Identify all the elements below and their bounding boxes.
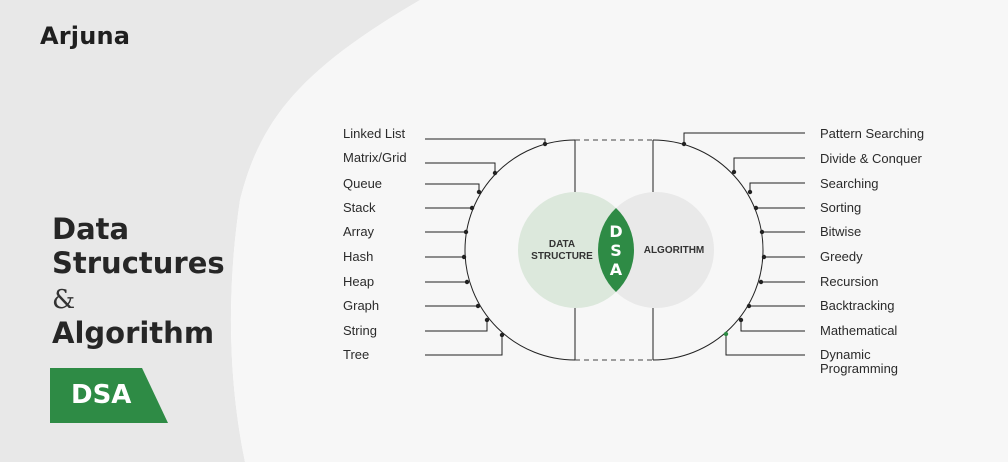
algo-label-programming: Programming [820, 361, 898, 376]
algo-item: Searching [747, 176, 879, 195]
algo-item: Pattern Searching [681, 126, 924, 147]
algo-item: Mathematical [738, 317, 897, 338]
algo-label-bitwise: Bitwise [820, 224, 861, 239]
ds-label-graph: Graph [343, 298, 379, 313]
ds-dot [469, 205, 475, 211]
algo-label-divide-conquer: Divide & Conquer [820, 151, 923, 166]
dsa-letter-s: S [610, 241, 622, 260]
ds-label-heap: Heap [343, 274, 374, 289]
algorithm-list: Pattern Searching Divide & Conquer Searc… [681, 126, 924, 376]
ds-leader-line [425, 320, 488, 332]
title-ampersand: & [52, 285, 76, 315]
ds-item: Tree [343, 332, 505, 362]
venn-label-data: DATA [549, 239, 575, 250]
dsa-badge-label: DSA [71, 380, 132, 410]
algo-leader-line [683, 132, 805, 144]
dsa-letter-d: D [609, 222, 622, 241]
algo-label-pattern-searching: Pattern Searching [820, 126, 924, 141]
data-structure-list: Linked List Matrix/Grid Queue Stack Arra [343, 126, 548, 362]
venn-label-algorithm: ALGORITHM [644, 245, 705, 256]
algo-label-dynamic: Dynamic [820, 347, 871, 362]
ds-item: Stack [343, 200, 475, 215]
ds-label-queue: Queue [343, 176, 382, 191]
algo-label-searching: Searching [820, 176, 879, 191]
dsa-letter-a: A [610, 260, 623, 279]
algo-item: Divide & Conquer [731, 151, 923, 175]
right-arc [652, 139, 764, 361]
algo-label-backtracking: Backtracking [820, 298, 894, 313]
algo-item: Backtracking [746, 298, 894, 313]
algo-leader-line [733, 157, 805, 172]
left-panel [0, 0, 420, 462]
ds-dot [492, 170, 498, 176]
ds-dot [461, 254, 467, 260]
ds-label-linked-list: Linked List [343, 126, 406, 141]
algo-dot [738, 317, 744, 323]
brand-logo: Arjuna [40, 22, 131, 50]
ds-leader-line [425, 138, 546, 144]
left-arc [464, 139, 576, 361]
title-line-algorithm: Algorithm [52, 316, 215, 350]
ds-dot [475, 303, 481, 309]
ds-item: Queue [343, 176, 482, 195]
algo-leader-line [725, 334, 805, 356]
ds-label-hash: Hash [343, 249, 373, 264]
ds-item: Graph [343, 298, 481, 313]
ds-item: String [343, 317, 490, 338]
algo-item: Recursion [758, 274, 879, 289]
ds-label-string: String [343, 323, 377, 338]
ds-item: Hash [343, 249, 467, 264]
title-line-data: Data [52, 212, 130, 246]
ds-label-stack: Stack [343, 200, 376, 215]
ds-dot [484, 317, 490, 323]
ds-leader-line [425, 335, 503, 356]
algo-label-sorting: Sorting [820, 200, 861, 215]
ds-label-array: Array [343, 224, 375, 239]
algo-item: Bitwise [759, 224, 861, 239]
algo-dot [758, 279, 764, 285]
ds-dot [476, 189, 482, 195]
algo-dot [761, 254, 767, 260]
ds-label-matrix-grid: Matrix/Grid [343, 150, 407, 165]
venn-intersection [598, 208, 634, 292]
ds-item: Array [343, 224, 469, 239]
algo-label-mathematical: Mathematical [820, 323, 897, 338]
algo-dot [723, 331, 729, 337]
ds-leader-line [425, 183, 480, 192]
algo-dot [747, 189, 753, 195]
algo-leader-line [749, 182, 805, 192]
algo-leader-line [740, 320, 805, 332]
ds-item: Matrix/Grid [343, 150, 498, 176]
ds-label-tree: Tree [343, 347, 369, 362]
algo-dot [731, 169, 737, 175]
algo-item: Sorting [753, 200, 861, 215]
algo-dot [759, 229, 765, 235]
venn-label-structure: STRUCTURE [531, 251, 593, 262]
ds-dot [499, 332, 505, 338]
algo-item: Greedy [761, 249, 863, 264]
ds-item: Linked List [343, 126, 548, 147]
ds-dot [542, 141, 548, 147]
algo-dot [753, 205, 759, 211]
algo-item: Dynamic Programming [723, 331, 898, 376]
ds-item: Heap [343, 274, 470, 289]
algo-label-recursion: Recursion [820, 274, 879, 289]
ds-leader-line [425, 162, 496, 173]
algo-label-greedy: Greedy [820, 249, 863, 264]
ds-dot [463, 229, 469, 235]
venn-circle-data-structure [518, 192, 634, 308]
title-line-structures: Structures [52, 246, 225, 280]
algo-dot [746, 303, 752, 309]
ds-dot [464, 279, 470, 285]
venn-circle-algorithm [598, 192, 714, 308]
algo-dot [681, 141, 687, 147]
